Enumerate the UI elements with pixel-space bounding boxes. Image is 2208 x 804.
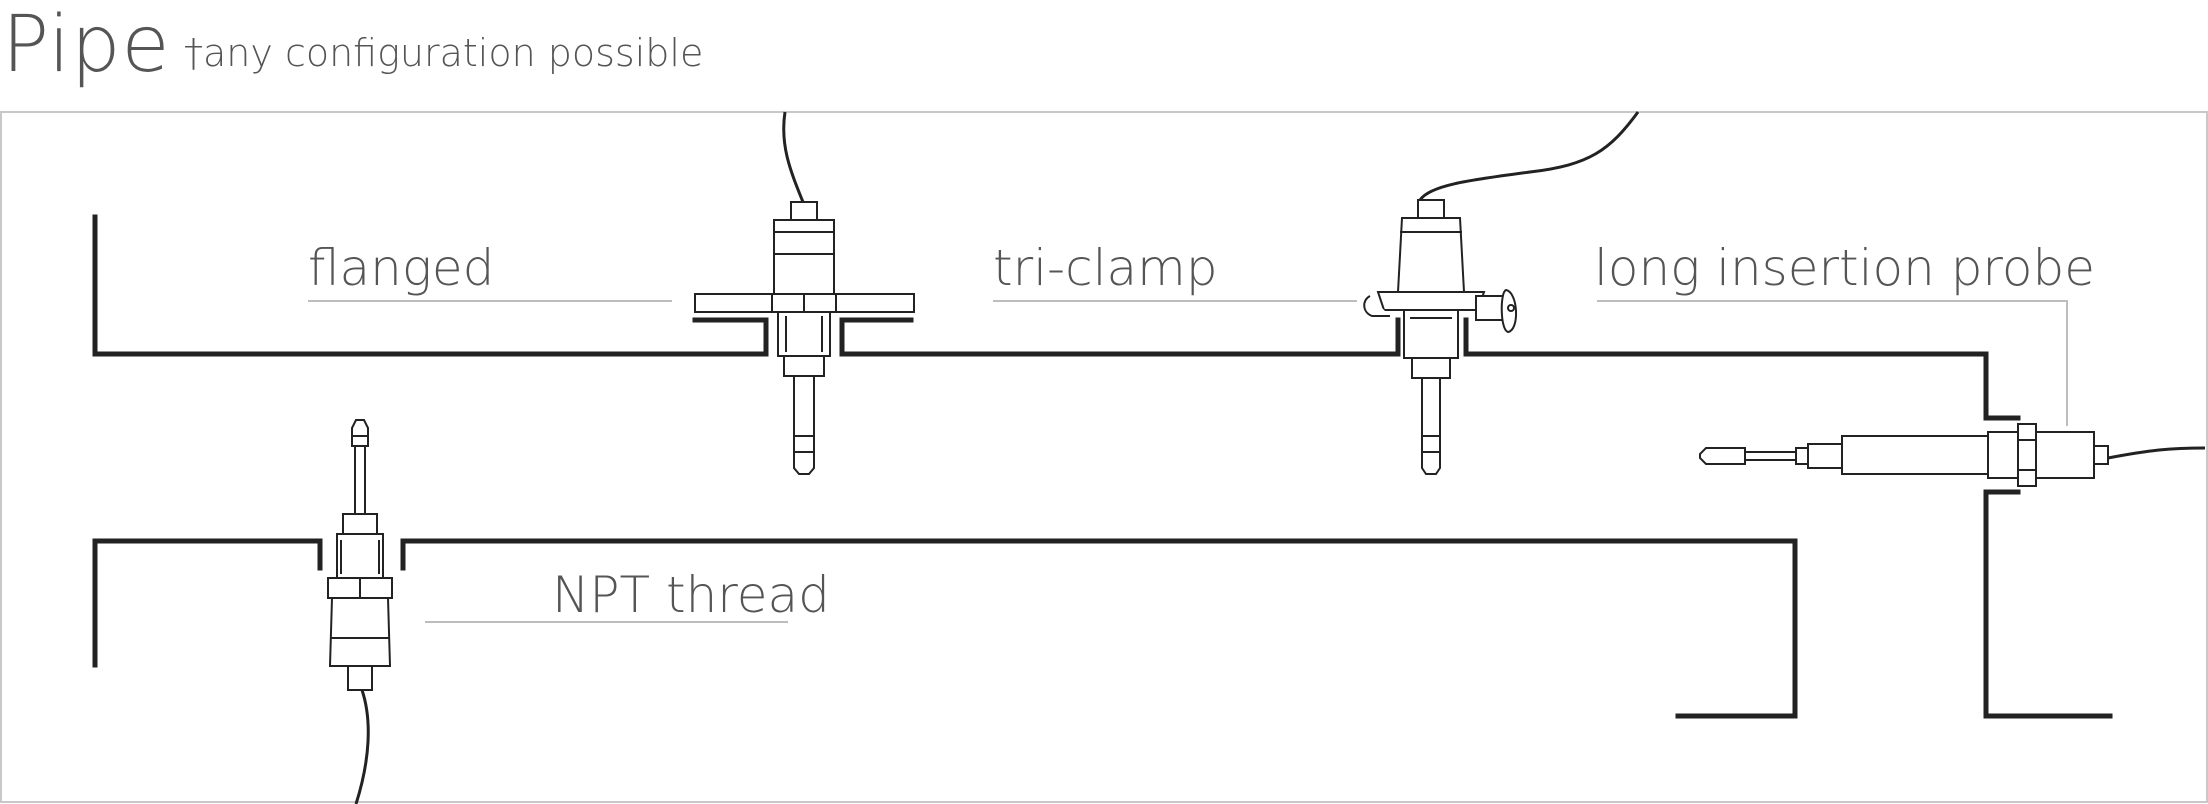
- npt-thread-sensor-icon: [327, 419, 393, 804]
- upper-pipe-segment: [839, 317, 1401, 357]
- page-subtitle: †any configuration possible: [184, 31, 704, 75]
- upper-pipe-return: [1983, 489, 2113, 719]
- lower-pipe-segment: [400, 538, 1798, 719]
- label-long-insertion-probe: long insertion probe: [1594, 239, 2095, 297]
- upper-pipe-segment-right: [1463, 317, 2021, 421]
- long-insertion-probe-icon: [1699, 423, 2206, 487]
- tri-clamp-sensor-icon: [1363, 111, 1640, 475]
- diagram-frame: [0, 111, 2208, 803]
- lower-pipe: [92, 538, 323, 668]
- page-title: Pipe: [2, 0, 171, 90]
- label-flanged: flanged: [308, 239, 494, 297]
- label-npt-thread: NPT thread: [552, 566, 830, 624]
- flanged-sensor-icon: [694, 111, 915, 475]
- upper-pipe: [92, 214, 769, 357]
- leader-long-insertion-probe: [1597, 300, 2068, 426]
- label-tri-clamp: tri-clamp: [993, 239, 1218, 297]
